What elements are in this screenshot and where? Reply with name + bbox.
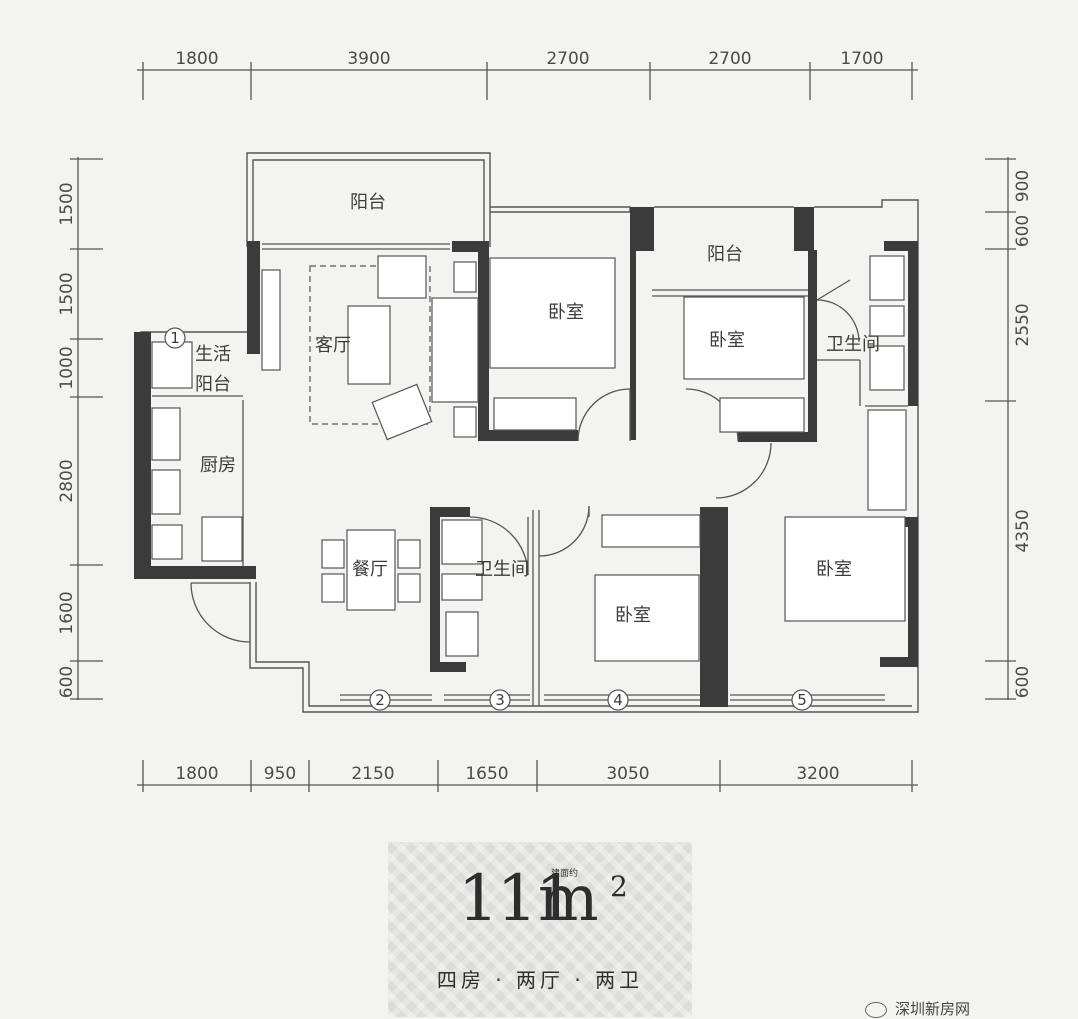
bathroom-fixtures: [441, 255, 905, 657]
top-dimension-line: 1800 3900 2700 2700 1700: [137, 49, 918, 100]
top-dim-4: 2700: [708, 49, 751, 69]
marker-2: 2: [375, 691, 385, 709]
top-dim-3: 2700: [546, 49, 589, 69]
marker-5: 5: [797, 691, 807, 709]
layout-caption: 四房 · 两厅 · 两卫: [436, 968, 644, 992]
right-dim-2: 600: [1013, 215, 1033, 247]
label-balcony-main: 阳台: [350, 192, 386, 213]
label-kitchen: 厨房: [200, 455, 236, 476]
dining-furniture: [321, 529, 421, 611]
label-bedroom-b: 卧室: [709, 330, 745, 351]
right-dimension-line: 900 600 2550 4350 600: [985, 157, 1033, 700]
room-labels: 阳台 阳台 客厅 餐厅 厨房 生活 阳台 卧室 卧室 卧室 卧室 卫生间 卫生间: [195, 192, 880, 626]
right-dim-4: 4350: [1013, 509, 1033, 552]
left-dim-2: 1500: [57, 272, 77, 315]
left-dim-3: 1000: [57, 346, 77, 389]
watermark-text: 深圳新房网: [895, 1000, 971, 1018]
right-dim-1: 900: [1013, 170, 1033, 202]
label-bathroom-main: 卫生间: [826, 334, 880, 355]
top-dim-2: 3900: [347, 49, 390, 69]
floor-plan-diagram: 1800 3900 2700 2700 1700 1800 950 2150 1…: [57, 49, 1033, 792]
label-bedroom-a: 卧室: [548, 302, 584, 323]
area-unit-superscript: 2: [610, 870, 628, 903]
left-dim-4: 2800: [57, 459, 77, 502]
area-tag: 建面约: [551, 869, 579, 879]
bottom-dim-2: 950: [264, 764, 296, 784]
left-dim-5: 1600: [57, 591, 77, 634]
label-utility-balcony-1: 生活: [195, 344, 231, 365]
label-bathroom-second: 卫生间: [475, 559, 529, 580]
area-number: 111: [458, 862, 576, 936]
bottom-dim-1: 1800: [175, 764, 218, 784]
bottom-dim-4: 1650: [465, 764, 508, 784]
label-utility-balcony-2: 阳台: [195, 374, 231, 395]
area-unit: m: [538, 862, 599, 936]
kitchen-furniture: [151, 341, 243, 562]
window-markers: 1 2 3 4 5: [164, 327, 813, 711]
bottom-dim-5: 3050: [606, 764, 649, 784]
left-dimension-line: 1500 1500 1000 2800 1600 600: [57, 157, 103, 700]
label-bedroom-d: 卧室: [615, 605, 651, 626]
bedroom-furniture: [489, 257, 907, 662]
right-dim-5: 600: [1013, 666, 1033, 698]
marker-4: 4: [613, 691, 623, 709]
bottom-dim-3: 2150: [351, 764, 394, 784]
building-outline: [140, 152, 919, 713]
label-dining-room: 餐厅: [352, 559, 388, 580]
wechat-icon: [865, 1001, 887, 1018]
living-room-furniture: [261, 255, 479, 441]
top-dim-5: 1700: [840, 49, 883, 69]
walls: [134, 207, 918, 707]
marker-3: 3: [495, 691, 505, 709]
marker-1: 1: [170, 329, 180, 347]
top-dim-1: 1800: [175, 49, 218, 69]
right-dim-3: 2550: [1013, 303, 1033, 346]
area-card: 111 m 2 建面约 四房 · 两厅 · 两卫: [388, 842, 692, 1017]
watermark: 深圳新房网: [865, 998, 1065, 1018]
label-balcony-bedroom: 阳台: [707, 244, 743, 265]
label-living-room: 客厅: [315, 335, 351, 356]
bottom-dimension-line: 1800 950 2150 1650 3050 3200: [137, 760, 918, 792]
left-dim-1: 1500: [57, 182, 77, 225]
left-dim-6: 600: [57, 666, 77, 698]
bottom-dim-6: 3200: [796, 764, 839, 784]
label-bedroom-c: 卧室: [816, 559, 852, 580]
